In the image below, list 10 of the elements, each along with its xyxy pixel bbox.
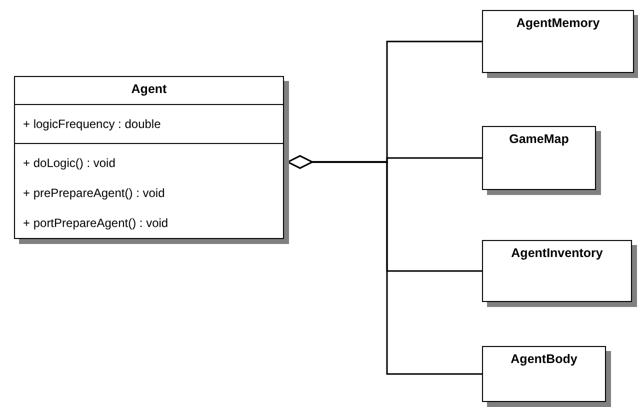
class-member: + portPrepareAgent() : void xyxy=(23,215,170,232)
class-member: + logicFrequency : double xyxy=(23,116,162,133)
class-member: + doLogic() : void xyxy=(23,155,116,172)
class-name: AgentBody xyxy=(510,352,578,366)
class-name: AgentInventory xyxy=(510,246,604,260)
class-member: + prePrepareAgent() : void xyxy=(23,185,166,202)
aggregation-connector xyxy=(287,155,482,375)
class-name: Agent xyxy=(130,82,168,96)
class-name: GameMap xyxy=(508,132,570,146)
class-name: AgentMemory xyxy=(515,16,601,30)
